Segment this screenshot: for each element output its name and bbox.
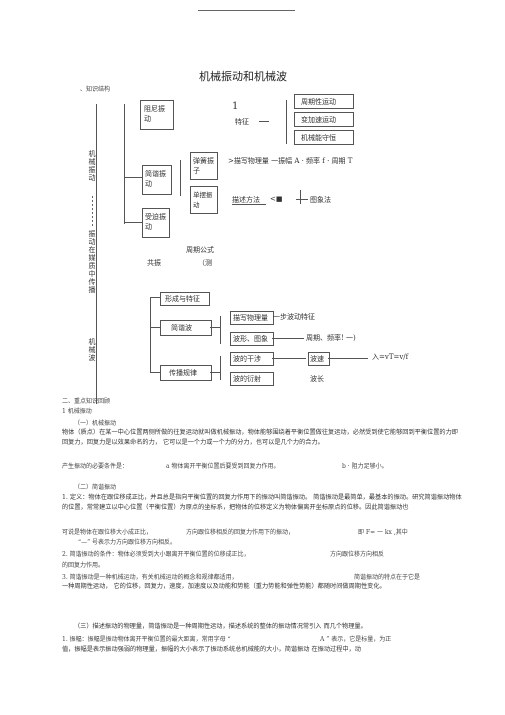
- para-shm-motion-b: 简谐振动的特点在于它是: [354, 574, 421, 581]
- para-shm-motion-a: 3. 简谐振动是一种机械运动，有关机械运动的概念和规律都适用，: [62, 574, 238, 581]
- shm-connector: [124, 177, 142, 178]
- label-mech-vib: 机械振动: [88, 150, 96, 182]
- box-diffraction: 波的衍射: [230, 372, 274, 386]
- feature-bracket: [286, 100, 287, 144]
- box-periodic-motion: 周期性运动: [294, 94, 354, 109]
- method-label: 描述方法: [232, 196, 260, 204]
- box-waveform-graph: 波形、图象: [230, 332, 274, 346]
- para-condition-a: 产生振动的必要条件是：: [62, 463, 129, 470]
- para-amplitude-a: 1. 振幅：振幅是振动物体离开平衡位置的最大距离，常用字母 “: [62, 636, 231, 643]
- box-forced-vibration: 受迫振动: [142, 208, 170, 238]
- forced-connector: [124, 222, 142, 223]
- box-interference: 波的干涉: [230, 352, 274, 366]
- label-vib-propagation: 振动在媒质中传播: [88, 230, 96, 294]
- inner-trunk-line: [124, 104, 125, 224]
- method-arrow: <■: [270, 195, 283, 203]
- para-shm-condition-c: 的回复力作用。: [62, 562, 105, 569]
- propagation-link: [210, 372, 220, 373]
- box-variable-accel: 变加速运动: [294, 112, 354, 127]
- top-rule: [198, 10, 295, 11]
- para-shm-periodic: 一种周期性运动， 它的位移，回复力，速度，加速度以及动能和势能（重力势能和弹性势…: [62, 583, 386, 590]
- propagation-connector: [150, 372, 160, 373]
- section-review: 二、重点知识回顾: [62, 398, 111, 405]
- para-mech-vib: 物体（质点）在某一中心位置两侧所做的往复运动就叫做机械振动，物体能够围绕着平衡位…: [62, 429, 458, 446]
- resonance: 共振: [147, 259, 161, 267]
- left-trunk-line: [96, 104, 97, 404]
- box-simple-harmonic-wave: 简谐波: [160, 320, 212, 336]
- num-one: 1: [232, 101, 239, 112]
- para-sign: “—” 号表示力方向跟位移方向相反。: [78, 539, 177, 546]
- box-spring-oscillator: 弹簧振子: [190, 152, 218, 180]
- shwave-link: [210, 327, 220, 328]
- period-formula: 周期公式: [186, 246, 214, 254]
- para-shm-force-c: 即 F= 一 kx ,其中: [358, 529, 408, 536]
- interference-line: [272, 358, 306, 359]
- quantity-description: >描写物理量 一振幅 A · 频率 f · 周期 T: [228, 157, 353, 165]
- wave-feature-text: 一步波动特征: [273, 313, 315, 321]
- box-shm: 简谐振动: [142, 165, 172, 195]
- feature-label: 特征: [235, 118, 249, 126]
- box-form-features: 形成与特征: [160, 292, 210, 306]
- heading-mech-vib: （一）机械振动: [74, 420, 117, 427]
- para-condition-c: b · 阻力足够小。: [342, 463, 388, 470]
- propagation-branch: [220, 356, 221, 380]
- shwave-branch: [220, 316, 221, 344]
- para-amplitude-c: 值，振幅是表示振动强弱的物理量，振幅的大小表示了振动系统总机械能的大小，简谐振动…: [62, 646, 361, 653]
- image-method-line: [296, 199, 308, 200]
- feature-line: [259, 121, 269, 122]
- method-underline: [232, 204, 266, 205]
- shwave-connector: [150, 327, 160, 328]
- wave-period-freq: 周期、频率! 一): [306, 334, 356, 342]
- shm-branch: [180, 160, 181, 196]
- label-mech-wave: 机械波: [88, 338, 96, 362]
- box-mech-energy: 机械能守恒: [294, 130, 354, 145]
- para-shm-definition: 1. 定义：物体在跟位移成正比，并且总是指向平衡位置的回复力作用下的振动叫简谐振…: [62, 494, 462, 511]
- image-method: 图象法: [310, 196, 331, 204]
- page-title: 机械振动和机械波: [199, 70, 287, 83]
- review-sub: 1 机械振动: [62, 408, 92, 415]
- box-wave-quantity: 描写物理量: [230, 311, 274, 325]
- graph-line: [272, 338, 304, 339]
- para-shm-condition-a: 2. 简谐振动的条件：物体必须受到大小跟离开平衡位置的位移成正比，: [62, 551, 250, 558]
- form-connector: [150, 297, 160, 298]
- box-damped-vibration: 阻尼振动: [140, 100, 174, 130]
- wave-speed-formula: 入=vT=v/f: [372, 353, 409, 361]
- box-propagation-law: 传播规律: [160, 365, 212, 381]
- wave-speed-line: [328, 358, 368, 359]
- para-amplitude-b: A ” 表示，它是标量，为正: [320, 636, 392, 643]
- dashed-connector: [92, 196, 93, 226]
- heading-physical-quantities: （三）描述振动的物理量，简谐振动是一种周期性运动，描述系统的整体的振动情况常引入…: [74, 623, 367, 630]
- para-shm-force-a: 可说是物体在跟位移大小成正比，: [62, 529, 153, 536]
- para-shm-condition-b: 方向跟位移方向相反: [330, 551, 385, 558]
- para-shm-force-b: 方向跟位移相反的回复力作用下的振动，: [186, 529, 295, 536]
- box-pendulum: 单摆振动: [190, 186, 218, 214]
- image-method-tick: [300, 190, 301, 204]
- wave-trunk-line: [150, 297, 151, 373]
- heading-shm: （二）简谐振动: [74, 484, 117, 491]
- paren-note: （测: [198, 259, 212, 267]
- wavelength-label: 波长: [310, 375, 324, 383]
- section-structure: 、知识结构: [80, 86, 111, 93]
- para-condition-b: a 物体离开平衡位置后要受到回复力作用。: [166, 463, 280, 470]
- box-wave-speed: 波速: [308, 352, 330, 366]
